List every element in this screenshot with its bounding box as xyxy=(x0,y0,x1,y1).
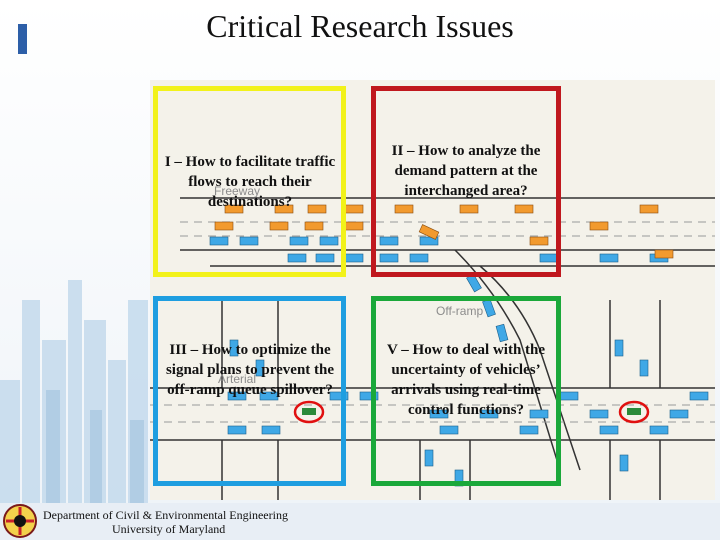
issue-text-4: V – How to deal with the uncertainty of … xyxy=(386,342,546,418)
off-ramp-label: Off-ramp xyxy=(436,304,484,318)
arterial-label: Arterial xyxy=(218,372,257,386)
issue-text-3: III – How to optimize the signal plans t… xyxy=(165,342,335,398)
footer-department: Department of Civil & Environmental Engi… xyxy=(43,508,288,522)
freeway-label: Freeway xyxy=(214,184,261,198)
issue-box-2 xyxy=(371,86,561,277)
highlight-circles xyxy=(293,400,650,424)
issue-box-1 xyxy=(153,86,346,277)
issue-text-1: I – How to facilitate traffic flows to r… xyxy=(164,154,336,210)
issue-text-2: II – How to analyze the demand pattern a… xyxy=(391,143,541,199)
university-seal-icon xyxy=(3,504,37,538)
footer-university: University of Maryland xyxy=(112,522,226,536)
issue-box-4 xyxy=(371,296,561,486)
issue-box-3 xyxy=(153,296,346,486)
title-accent-bar xyxy=(18,24,27,54)
vehicle-group-blue xyxy=(209,236,709,487)
slide-title: Critical Research Issues xyxy=(206,8,514,44)
